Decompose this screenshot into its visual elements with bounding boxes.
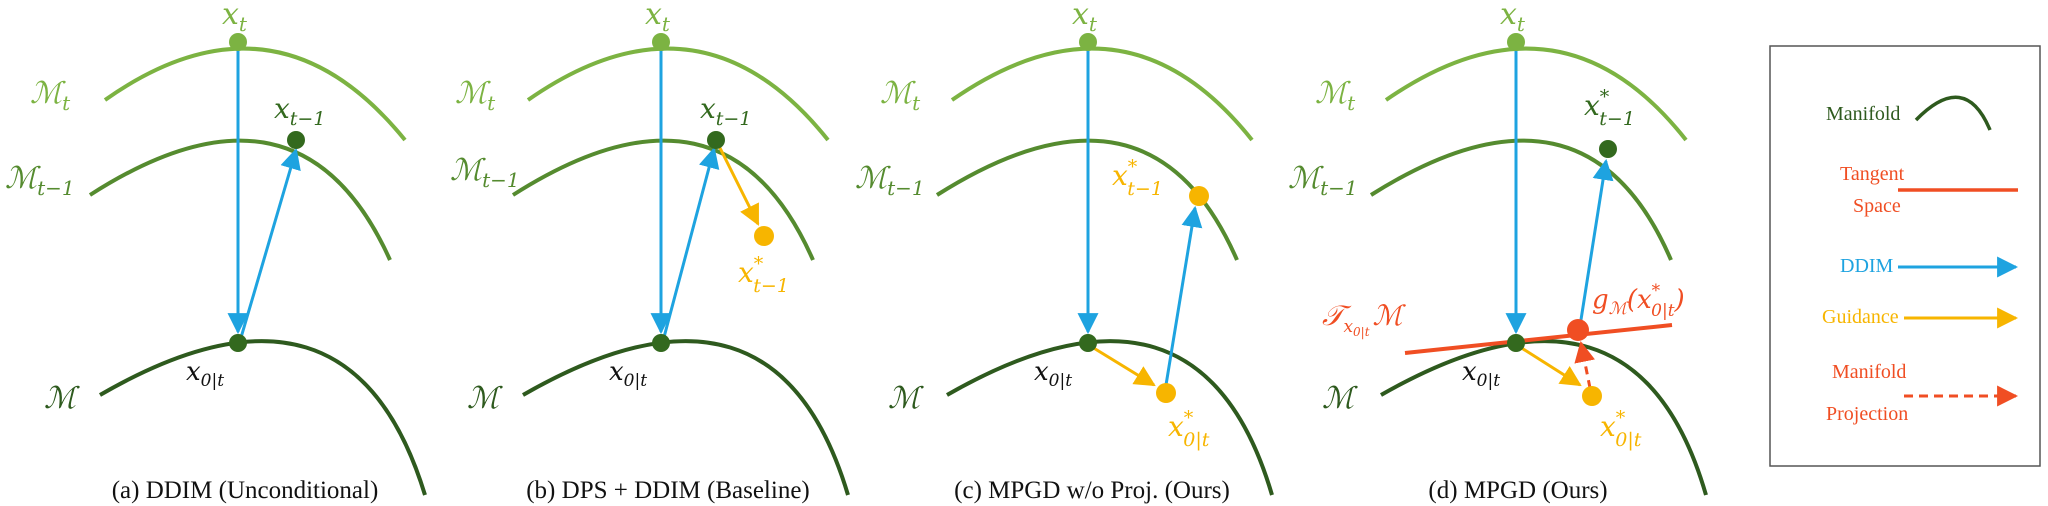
- label-xt: xt: [222, 0, 248, 36]
- label-xt1: xt−1: [700, 92, 751, 130]
- legend-tangent-label-1: Tangent: [1840, 163, 1905, 185]
- manifold-t-curve: [103, 46, 407, 142]
- tangent-space-line: [1404, 323, 1673, 355]
- label-xt: xt: [1500, 0, 1526, 36]
- label-Mt1: ℳt−1: [450, 153, 520, 192]
- label-Mt: ℳt: [880, 76, 921, 115]
- panel-a: xt xt−1 x0|t ℳt ℳt−1 ℳ (a) DDIM (Uncondi…: [5, 0, 427, 504]
- caption-d: (d) MPGD (Ours): [1428, 477, 1607, 504]
- node-xt1: [707, 131, 725, 149]
- legend-manifold-label: Manifold: [1826, 103, 1900, 125]
- label-x0t-star: x*0|t: [1168, 407, 1210, 451]
- manifold-t1-curve: [88, 138, 392, 261]
- label-x0t: x0|t: [186, 357, 224, 391]
- node-x0t: [652, 334, 670, 352]
- node-xt: [1079, 33, 1097, 51]
- projection-arrow: [1574, 340, 1596, 389]
- label-Mt: ℳt: [455, 76, 496, 115]
- legend: Manifold Tangent Space DDIM Guidance Man…: [1769, 45, 2041, 467]
- manifold-0-curve: [946, 339, 1274, 496]
- label-xt: xt: [645, 0, 671, 36]
- legend-guidance-label: Guidance: [1822, 306, 1899, 328]
- label-Mt1: ℳt−1: [5, 161, 75, 200]
- label-xt1-star: x*t−1: [738, 253, 789, 297]
- node-g-projected: [1567, 319, 1589, 341]
- node-xt: [652, 33, 670, 51]
- label-Mt: ℳt: [1315, 76, 1356, 115]
- guidance-arrow: [714, 139, 760, 226]
- label-xt1-star: x*t−1: [1584, 86, 1635, 130]
- caption-a: (a) DDIM (Unconditional): [112, 477, 379, 504]
- legend-manifold-swatch: [1914, 95, 1992, 131]
- panel-c: xt x*t−1 x0|t x*0|t ℳt ℳt−1 ℳ (c) MPGD w…: [855, 0, 1274, 504]
- node-x0t-star: [1582, 386, 1602, 406]
- ddim-arrow-up: [1578, 158, 1614, 327]
- caption-b: (b) DPS + DDIM (Baseline): [526, 477, 810, 504]
- guidance-arrow: [1519, 345, 1582, 387]
- legend-tangent-label-2: Space: [1853, 195, 1901, 217]
- legend-ddim-label: DDIM: [1840, 255, 1894, 277]
- legend-projection-label-1: Manifold: [1832, 361, 1906, 383]
- label-M0: ℳ: [467, 381, 503, 416]
- label-Mt1: ℳt−1: [855, 161, 925, 200]
- node-xt1-star: [1599, 140, 1617, 158]
- label-xt1-star: x*t−1: [1112, 156, 1163, 200]
- manifold-0-curve: [522, 339, 850, 496]
- label-x0t: x0|t: [609, 357, 647, 391]
- manifold-t1-curve: [935, 138, 1239, 261]
- manifold-t-curve: [1384, 46, 1688, 142]
- ddim-arrow-up: [238, 147, 301, 342]
- node-xt1-star: [754, 226, 774, 246]
- manifold-t1-curve: [511, 138, 815, 261]
- node-x0t: [1507, 334, 1525, 352]
- caption-c: (c) MPGD w/o Proj. (Ours): [954, 477, 1230, 504]
- label-Mt: ℳt: [30, 76, 71, 115]
- label-x0t: x0|t: [1034, 357, 1072, 391]
- manifold-0-curve: [98, 339, 427, 496]
- node-xt1: [287, 131, 305, 149]
- node-x0t-star: [1156, 383, 1176, 403]
- node-x0t: [229, 334, 247, 352]
- label-xt1: xt−1: [274, 92, 325, 130]
- panel-b: xt xt−1 x*t−1 x0|t ℳt ℳt−1 ℳ (b) DPS + D…: [450, 0, 850, 504]
- manifold-t1-curve: [1369, 138, 1673, 261]
- ddim-arrow-up: [1164, 205, 1203, 386]
- ddim-arrow-up: [661, 146, 720, 342]
- label-M0: ℳ: [44, 381, 80, 416]
- node-xt1-star: [1189, 186, 1209, 206]
- node-x0t: [1079, 334, 1097, 352]
- manifold-t-curve: [950, 46, 1254, 142]
- manifold-0-curve: [1380, 339, 1708, 496]
- label-g-projection: gℳ(x*0|t): [1592, 281, 1685, 321]
- node-xt: [1507, 33, 1525, 51]
- label-M0: ℳ: [888, 381, 924, 416]
- label-Mt1: ℳt−1: [1288, 161, 1358, 200]
- legend-projection-label-2: Projection: [1826, 403, 1908, 425]
- node-xt: [229, 33, 247, 51]
- guidance-arrow: [1091, 345, 1156, 387]
- label-M0: ℳ: [1322, 381, 1358, 416]
- manifold-t-curve: [526, 46, 830, 142]
- label-x0t: x0|t: [1462, 357, 1500, 391]
- label-x0t-star: x*0|t: [1600, 407, 1642, 451]
- label-xt: xt: [1072, 0, 1098, 36]
